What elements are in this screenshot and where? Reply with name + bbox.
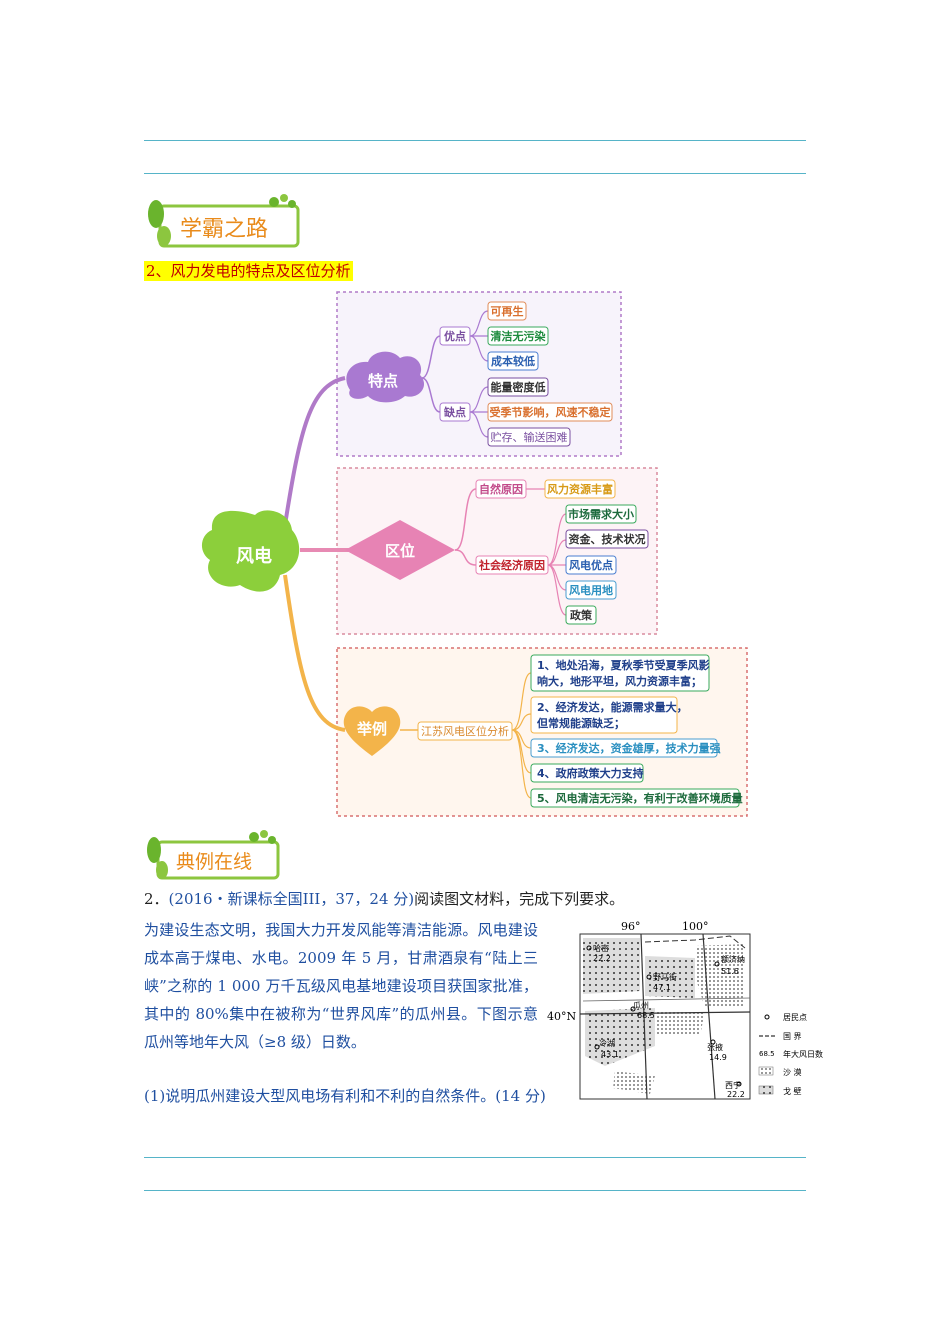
socio-item: 风电优点 — [569, 558, 613, 572]
place-name: 额济纳 — [721, 954, 745, 964]
root-label: 风电 — [236, 545, 272, 567]
bud-icon — [288, 200, 296, 208]
natural-item: 风力资源丰富 — [547, 482, 613, 496]
bud-icon — [269, 197, 279, 207]
banner-dianli: 典例在线 — [147, 830, 280, 880]
case-item-line: 响大，地形平坦，风力资源丰富； — [537, 674, 702, 688]
case-label: 江苏风电区位分析 — [421, 724, 509, 738]
bud-icon — [260, 830, 268, 838]
pros-item: 可再生 — [491, 304, 524, 318]
location-label: 区位 — [385, 542, 415, 560]
place-value: 68.5 — [637, 1011, 655, 1020]
cons-label: 缺点 — [443, 405, 466, 419]
natural-label: 自然原因 — [479, 482, 523, 496]
bud-icon — [249, 832, 259, 842]
place-marker — [710, 1039, 716, 1045]
top-rule-1 — [144, 140, 806, 141]
question-body: 为建设生态文明，我国大力开发风能等清洁能源。风电建设成本高于煤电、水电。2009… — [144, 921, 538, 1051]
question-number: 2． — [144, 890, 169, 908]
features-label: 特点 — [368, 372, 398, 390]
question-sub1: (1)说明瓜州建设大型风电场有利和不利的自然条件。(14 分) — [144, 1087, 546, 1105]
legend-label: 沙 漠 — [783, 1067, 802, 1077]
pros-label: 优点 — [444, 329, 466, 343]
bud-icon — [280, 194, 288, 202]
place-marker — [630, 1006, 636, 1012]
example-label: 举例 — [356, 720, 387, 738]
place-value: 22.2 — [727, 1090, 745, 1099]
top-rule-2 — [144, 173, 806, 174]
place-marker — [736, 1081, 742, 1087]
bottom-rule-2 — [144, 1190, 806, 1191]
case-item-line: 4、政府政策大力支持 — [537, 766, 644, 780]
socio-item: 政策 — [570, 608, 593, 622]
place-value: 51.6 — [721, 967, 739, 976]
banner-label: 典例在线 — [176, 851, 252, 873]
case-item-line: 1、地处沿海，夏秋季节受夏季风影 — [537, 658, 710, 672]
cons-item: 能量密度低 — [491, 380, 546, 394]
place-name: 瓜州 — [633, 1001, 649, 1010]
location-node — [345, 520, 455, 580]
bottom-rule-1 — [144, 1157, 806, 1158]
legend-label: 国 界 — [783, 1032, 802, 1041]
example-node — [343, 706, 401, 756]
place-name: 张掖 — [707, 1042, 723, 1052]
cons-item: 受季节影响，风速不稳定 — [490, 405, 611, 419]
socio-item: 资金、技术状况 — [569, 532, 646, 546]
legend-sample: 68.5 — [759, 1050, 775, 1058]
socio-label: 社会经济原因 — [478, 558, 545, 572]
cons-item: 贮存、输送困难 — [491, 430, 568, 444]
question-source: (2016・新课标全国III，37，24 分) — [168, 890, 415, 908]
legend-label: 居民点 — [783, 1013, 807, 1022]
lat-label: 40°N — [547, 1010, 576, 1023]
legend-label: 年大风日数 — [783, 1049, 823, 1059]
leaf-icon — [147, 837, 161, 863]
place-marker — [646, 974, 652, 980]
place-name: 西宁 — [725, 1080, 741, 1090]
case-item-line: 但常规能源缺乏； — [536, 716, 625, 730]
pros-item: 成本较低 — [491, 354, 535, 368]
socio-item: 市场需求大小 — [568, 507, 634, 521]
legend-settlement-icon — [764, 1014, 770, 1020]
leaf-icon — [156, 861, 168, 879]
lon-label: 100° — [682, 920, 709, 933]
place-value: 47.1 — [653, 983, 671, 992]
case-item-line: 5、风电清洁无污染，有利于改善环境质量 — [537, 791, 743, 805]
features-node — [346, 351, 425, 403]
mind-map: 风电 特点 优点 缺点 可再生 清洁无污染 成本较低 能量密度低 受季节影响，风… — [201, 291, 748, 817]
lon-label: 96° — [621, 920, 641, 933]
place-marker — [586, 945, 592, 951]
place-marker — [714, 961, 720, 967]
place-marker — [594, 1044, 600, 1050]
root-node — [201, 510, 300, 592]
place-name: 野马街 — [653, 972, 677, 982]
legend-label: 戈 壁 — [783, 1086, 802, 1096]
place-name: 冷湖 — [599, 1038, 615, 1048]
socio-item: 风电用地 — [569, 583, 613, 597]
case-item-line: 2、经济发达，能源需求量大， — [537, 700, 688, 714]
banner-xueba: 学霸之路 — [148, 194, 300, 248]
place-value: 43.1 — [601, 1050, 619, 1059]
bud-icon — [268, 836, 276, 844]
case-item-line: 3、经济发达，资金雄厚，技术力量强 — [537, 741, 721, 755]
place-name: 哈密 — [593, 943, 609, 953]
section-title: 2、风力发电的特点及区位分析 — [144, 261, 353, 281]
question-instruction: 阅读图文材料，完成下列要求。 — [414, 890, 625, 908]
leaf-icon — [148, 200, 164, 228]
legend-gobi-icon — [758, 1085, 774, 1095]
legend-desert-icon — [758, 1066, 774, 1076]
place-value: 14.9 — [709, 1053, 727, 1062]
place-value: 22.2 — [593, 954, 611, 963]
pros-item: 清洁无污染 — [491, 329, 547, 343]
question-header: 2．(2016・新课标全国III，37，24 分)阅读图文材料，完成下列要求。 — [144, 889, 624, 909]
leaf-icon — [157, 226, 171, 246]
banner-label: 学霸之路 — [180, 217, 268, 242]
wind-days-map: 96° 100° 40°N 哈密 22.2 额济纳 51.6 野马街 47.1 … — [547, 920, 823, 1100]
